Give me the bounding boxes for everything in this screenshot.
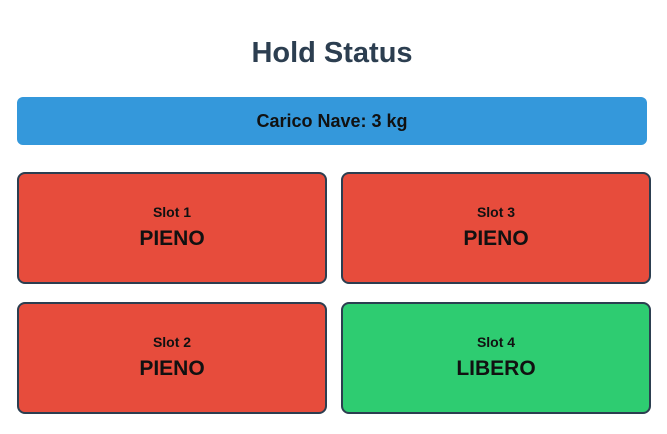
slot-status: PIENO bbox=[139, 357, 205, 380]
cargo-status-bar: Carico Nave: 3 kg bbox=[17, 97, 647, 145]
slot-status: PIENO bbox=[139, 227, 205, 250]
slot-label: Slot 2 bbox=[152, 334, 192, 350]
slot-status: LIBERO bbox=[456, 357, 536, 380]
slot-card: Slot 4 LIBERO bbox=[341, 302, 651, 414]
slot-card: Slot 3 PIENO bbox=[341, 172, 651, 284]
slot-label: Slot 3 bbox=[476, 204, 516, 220]
slot-label: Slot 4 bbox=[476, 334, 516, 350]
slot-card: Slot 1 PIENO bbox=[17, 172, 327, 284]
slot-label: Slot 1 bbox=[152, 204, 192, 220]
slot-status: PIENO bbox=[463, 227, 529, 250]
page-title: Hold Status bbox=[251, 37, 413, 69]
slot-card: Slot 2 PIENO bbox=[17, 302, 327, 414]
cargo-label: Carico Nave: 3 kg bbox=[256, 110, 408, 131]
